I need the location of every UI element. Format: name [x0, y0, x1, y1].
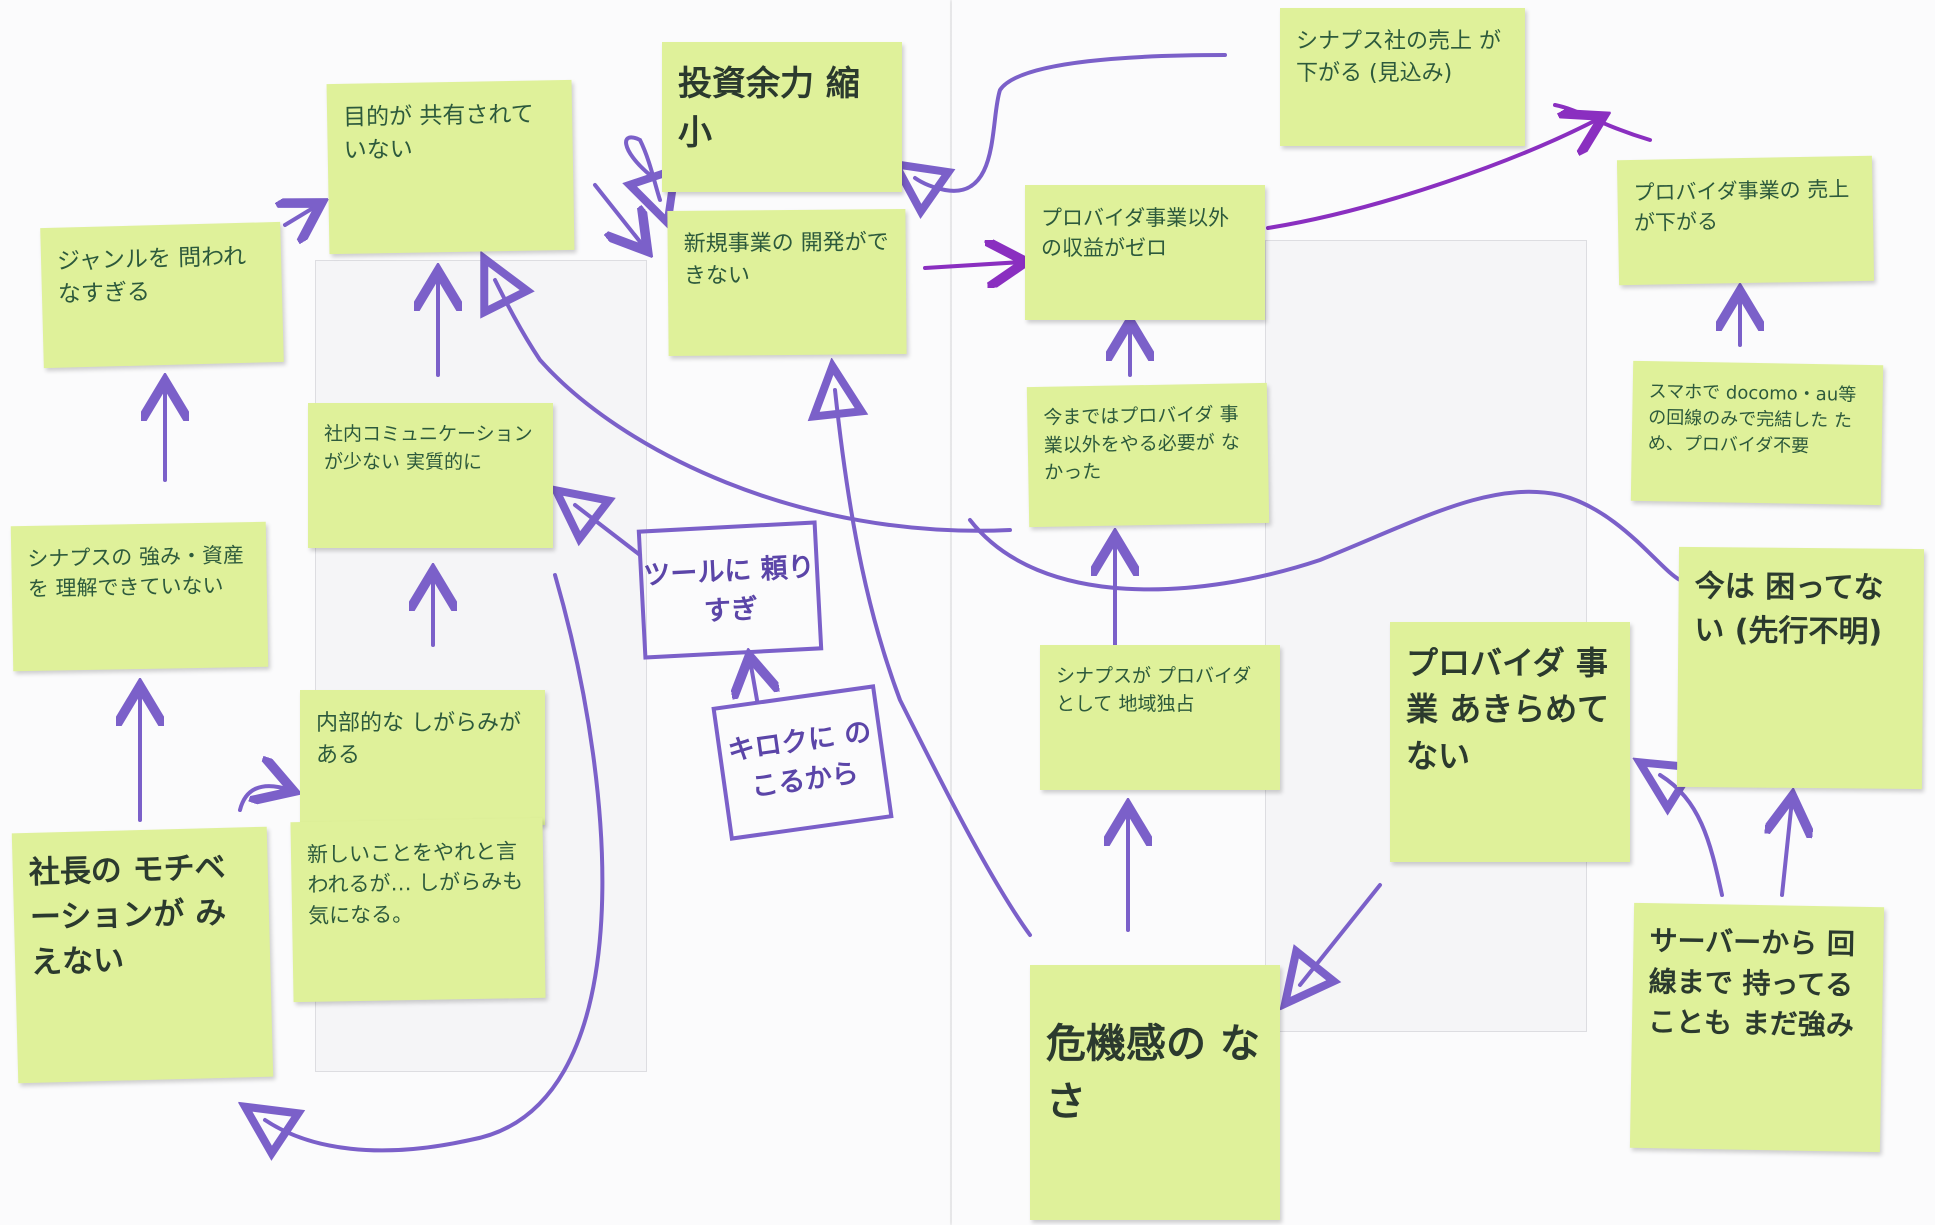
note-investment: 投資余力 縮小	[662, 42, 902, 192]
note-crisis: 危機感の なさ	[1030, 965, 1280, 1220]
note-new-business: 新規事業の 開発ができない	[667, 208, 907, 357]
note-server: サーバーから 回線まで 持ってることも まだ強み	[1629, 902, 1885, 1153]
note-provider-zero: プロバイダ事業以外 の収益がゼロ	[1025, 185, 1265, 320]
note-provider-sales: プロバイダ事業の 売上が下がる	[1616, 155, 1875, 286]
box-tool: ツールに 頼りすぎ	[636, 520, 824, 660]
note-smartphone: スマホで docomo・au等 の回線のみで完結した ため、プロバイダ不要	[1630, 360, 1884, 506]
note-comm: 社内コミュニケーションが少ない 実質的に	[308, 403, 553, 548]
note-purpose: 目的が 共有されていない	[326, 79, 575, 255]
note-not-troubled: 今は 困ってない (先行不明)	[1676, 546, 1925, 790]
note-new-things: 新しいことをやれと言われるが… しがらみも 気になる。	[290, 817, 546, 1003]
note-not-giving-up: プロバイダ 事業 あきらめて ない	[1390, 622, 1630, 862]
note-president: 社長の モチベーションが みえない	[11, 826, 274, 1084]
note-internal: 内部的な しがらみがある	[300, 690, 545, 825]
note-until-now: 今まではプロバイダ 事業以外をやる必要が なかった	[1026, 382, 1270, 528]
note-monopoly: シナプスが プロバイダとして 地域独占	[1040, 645, 1280, 790]
box-record: キロクに のこるから	[711, 684, 894, 841]
note-genre: ジャンルを 問われなすぎる	[40, 221, 284, 369]
note-strengths: シナプスの 強み・資産を 理解できていない	[10, 521, 269, 672]
note-sales-drop: シナプス社の売上 が下がる (見込み)	[1280, 8, 1525, 146]
